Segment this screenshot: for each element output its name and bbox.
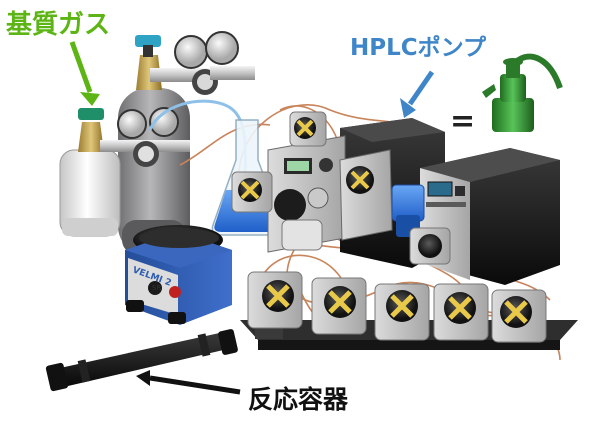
gauge-icon <box>149 107 179 137</box>
flask-valve-icon <box>231 171 273 213</box>
vessel-arrow-icon <box>136 370 241 395</box>
syringe-pump-icon <box>267 135 346 253</box>
reaction-tube-icon <box>45 329 238 392</box>
substrate-gas-label: 基質ガス <box>6 10 111 40</box>
hplc-pump-label: HPLCポンプ <box>350 35 486 61</box>
valve-modules <box>247 271 547 343</box>
gauge-icon <box>174 35 208 69</box>
top-valve-icon <box>289 111 327 147</box>
gauge-icon <box>117 109 147 139</box>
hand-water-pump-icon <box>482 53 563 132</box>
gas-arrow-icon <box>69 41 100 106</box>
valve-module-icon <box>311 277 367 335</box>
valve-module-icon <box>247 271 303 329</box>
syringe-pump-icon <box>339 149 393 241</box>
equals-sign: = <box>450 104 476 139</box>
solvent-reservoir <box>391 184 425 237</box>
short-gas-cylinder-icon <box>59 107 190 237</box>
stirrer-icon: VELMI 2 SR <box>125 225 232 325</box>
valve-module-icon <box>433 283 489 341</box>
hplc-pump-icon <box>420 148 560 285</box>
center-valve-icon <box>409 227 451 265</box>
stirrer-panel-subtext: SR <box>152 284 161 292</box>
reaction-vessel-label: 反応容器 <box>248 385 349 414</box>
valve-module-icon <box>491 289 547 343</box>
hplc-arrow-icon <box>400 70 435 118</box>
gauge-icon <box>205 31 239 65</box>
valve-module-icon <box>374 283 430 341</box>
